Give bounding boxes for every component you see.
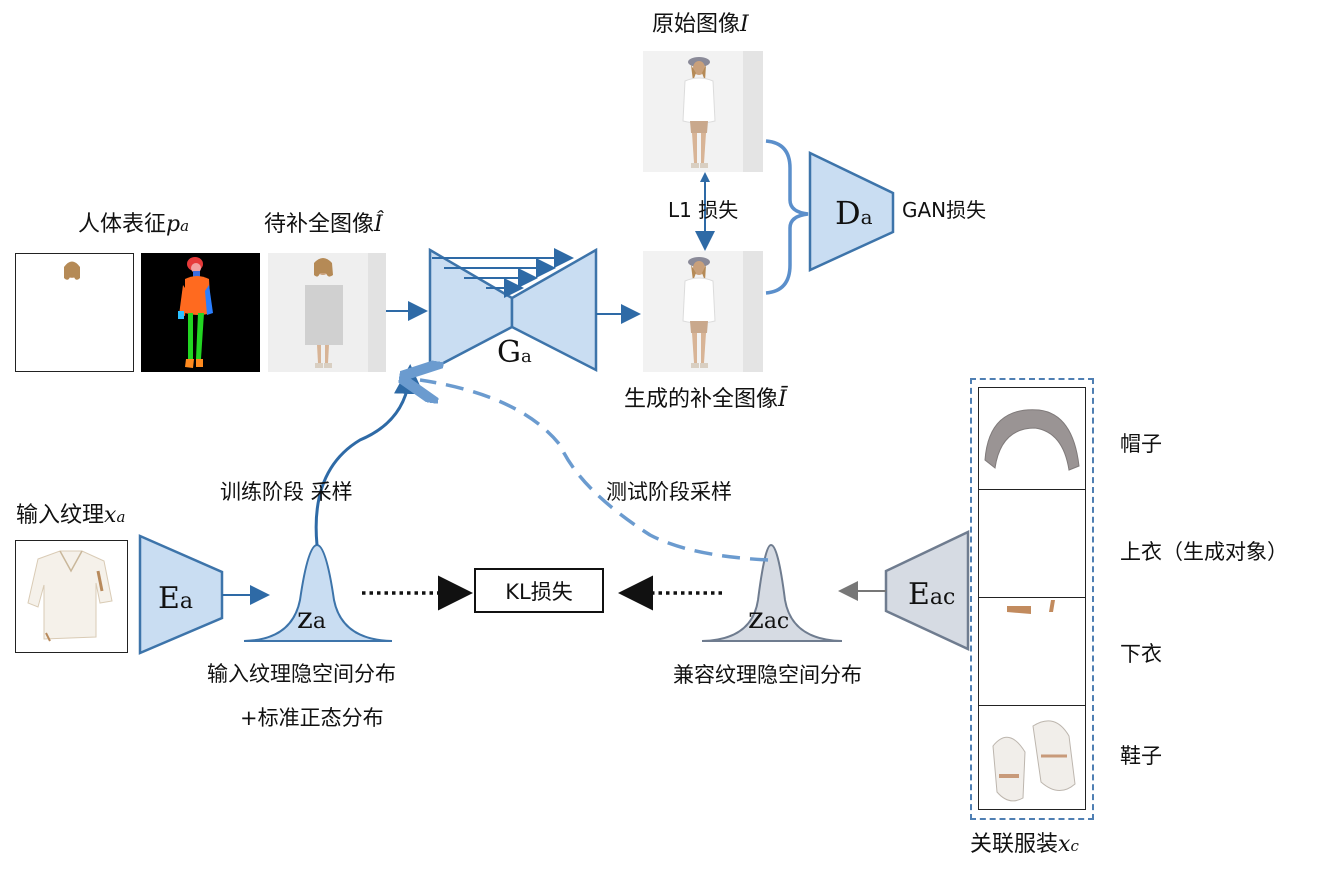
l1-loss-label: L1 损失 (668, 198, 739, 222)
original-image (643, 51, 763, 172)
input-texture-image (15, 540, 128, 653)
outfit-cell-shoes (978, 705, 1086, 810)
outfit-cell-bottom (978, 597, 1086, 705)
body-repr-label: 人体表征pa (78, 212, 190, 237)
to-complete-label: 待补全图像Î (264, 212, 383, 237)
kl-loss-label: KL损失 (505, 579, 573, 604)
outfit-label-hat: 帽子 (1120, 432, 1162, 456)
encoder-ac-label: Eac (908, 577, 956, 612)
outfit-label-shoes: 鞋子 (1120, 744, 1162, 768)
latent-ac-label: zac (748, 601, 790, 636)
body-repr-face-image (15, 253, 134, 372)
encoder-a-shape (138, 534, 224, 655)
gan-brace (765, 139, 809, 295)
generated-image-label: 生成的补全图像Ī (624, 387, 787, 412)
related-outfit-label: 关联服装xc (970, 832, 1079, 857)
outfit-cell-hat (978, 387, 1086, 489)
discriminator-shape (808, 151, 895, 272)
test-sampling-label: 测试阶段采样 (606, 480, 732, 504)
segmentation-figure-icon (178, 257, 213, 368)
discriminator-label: Da (835, 194, 873, 232)
input-texture-label: 输入纹理xa (16, 503, 126, 528)
train-sampling-label: 训练阶段 采样 (220, 480, 353, 504)
outfit-label-bottom: 下衣 (1120, 642, 1162, 666)
person-masked-icon (268, 253, 386, 372)
encoder-ac-shape (884, 530, 970, 651)
outfit-cell-top (978, 489, 1086, 597)
person-photo-icon (643, 251, 763, 372)
generator-shape (428, 247, 598, 373)
shirt-icon (27, 550, 113, 642)
za-dist-label-1: 输入纹理隐空间分布 (207, 662, 396, 686)
related-outfit-frame (970, 378, 1094, 820)
gan-loss-label: GAN损失 (902, 198, 987, 222)
body-parsing-map-image (141, 253, 260, 372)
shoes-icon (992, 720, 1076, 802)
encoder-a-label: Ea (158, 581, 194, 616)
person-photo-icon (643, 51, 763, 172)
bottom-garment-icon (1007, 600, 1055, 614)
hat-icon (984, 409, 1080, 471)
za-dist-label-2: +标准正态分布 (240, 706, 384, 730)
latent-a-label: za (297, 601, 326, 636)
latent-a-curve (243, 543, 393, 642)
generator-label: Ga (497, 335, 532, 370)
zac-dist-label: 兼容纹理隐空间分布 (673, 663, 862, 687)
original-image-label: 原始图像I (652, 12, 749, 37)
generated-image (643, 251, 763, 372)
kl-loss-box: KL损失 (474, 568, 604, 613)
face-crop-icon (64, 261, 80, 280)
latent-ac-curve (701, 543, 843, 642)
outfit-label-top: 上衣（生成对象） (1120, 540, 1288, 564)
masked-image (268, 253, 386, 372)
